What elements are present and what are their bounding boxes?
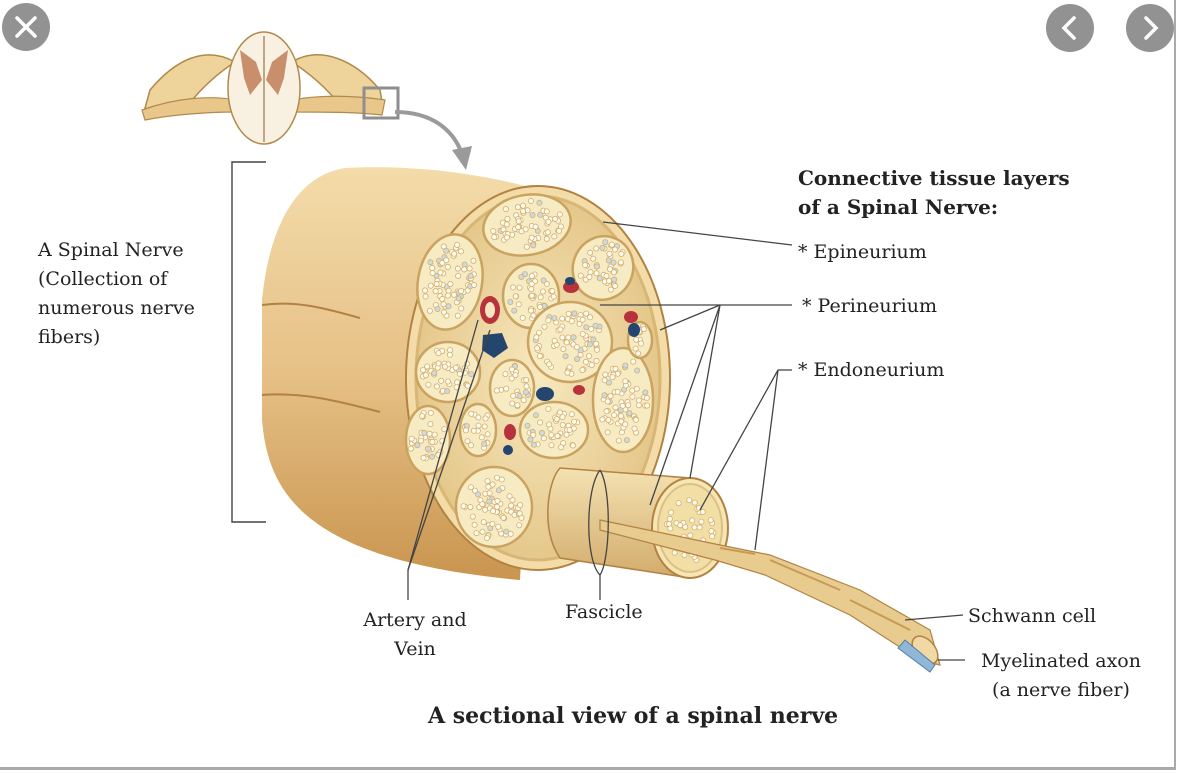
legend-heading-line: of a Spinal Nerve: xyxy=(798,195,999,219)
fascicle-mark xyxy=(404,404,452,476)
fascicle-label: Fascicle xyxy=(565,601,643,623)
close-button[interactable] xyxy=(2,3,50,51)
axon-mark xyxy=(897,639,936,673)
fascicle-mark xyxy=(518,400,590,460)
spinal-nerve-label-line: fibers) xyxy=(38,326,101,348)
spinal-nerve-label-line: (Collection of xyxy=(38,268,168,290)
blood-vessels xyxy=(480,277,640,455)
spinal-nerve-label: A Spinal Nerve (Collection of numerous n… xyxy=(38,236,195,352)
schwann-cell-label: Schwann cell xyxy=(968,605,1097,627)
epineurium-label: * Epineurium xyxy=(798,241,927,263)
next-image-button[interactable] xyxy=(1126,4,1174,52)
vein-mark xyxy=(482,333,508,358)
nerve-fiber xyxy=(599,519,941,673)
legend-heading: Connective tissue layers of a Spinal Ner… xyxy=(798,164,1070,222)
chevron-right-icon xyxy=(1144,16,1159,40)
spinal-nerve-bracket xyxy=(231,161,266,523)
fascicle-cross-sections xyxy=(404,193,655,549)
artery-vein-label-line: Vein xyxy=(394,638,436,660)
fascicle-mark xyxy=(454,465,534,549)
fascicle-mark xyxy=(458,402,498,458)
leader-lines xyxy=(407,221,965,661)
myelinated-axon-label-line: (a nerve fiber) xyxy=(992,679,1130,701)
perineurium-label: * Perineurium xyxy=(802,295,938,317)
fascicle-mark xyxy=(526,300,614,384)
fascicle-mark xyxy=(414,340,482,404)
endoneurium-label: * Endoneurium xyxy=(798,359,945,381)
spinal-cord-cross-section xyxy=(141,31,472,170)
myelinated-axon-label-line: Myelinated axon xyxy=(981,650,1141,672)
spinal-nerve-label-line: numerous nerve xyxy=(38,297,195,319)
epineurium-leader xyxy=(602,221,793,246)
myelinated-axon-label: Myelinated axon (a nerve fiber) xyxy=(966,647,1156,705)
spinal-nerve-label-line: A Spinal Nerve xyxy=(38,239,184,261)
fascicle-mark xyxy=(482,193,572,257)
artery-leader xyxy=(407,329,491,571)
diagram-title: A sectional view of a spinal nerve xyxy=(428,703,839,729)
close-icon xyxy=(15,16,37,38)
legend-heading-line: Connective tissue layers xyxy=(798,166,1070,190)
artery-vein-label-line: Artery and xyxy=(363,609,467,631)
fascicle-mark xyxy=(571,234,635,302)
fascicle-mark xyxy=(488,358,536,418)
fascicle-mark xyxy=(416,233,484,331)
previous-image-button[interactable] xyxy=(1046,4,1094,52)
schwann-leader xyxy=(904,614,964,621)
fascicle-mark xyxy=(591,346,655,454)
artery-vein-label: Artery and Vein xyxy=(340,606,490,664)
chevron-left-icon xyxy=(1061,16,1076,40)
